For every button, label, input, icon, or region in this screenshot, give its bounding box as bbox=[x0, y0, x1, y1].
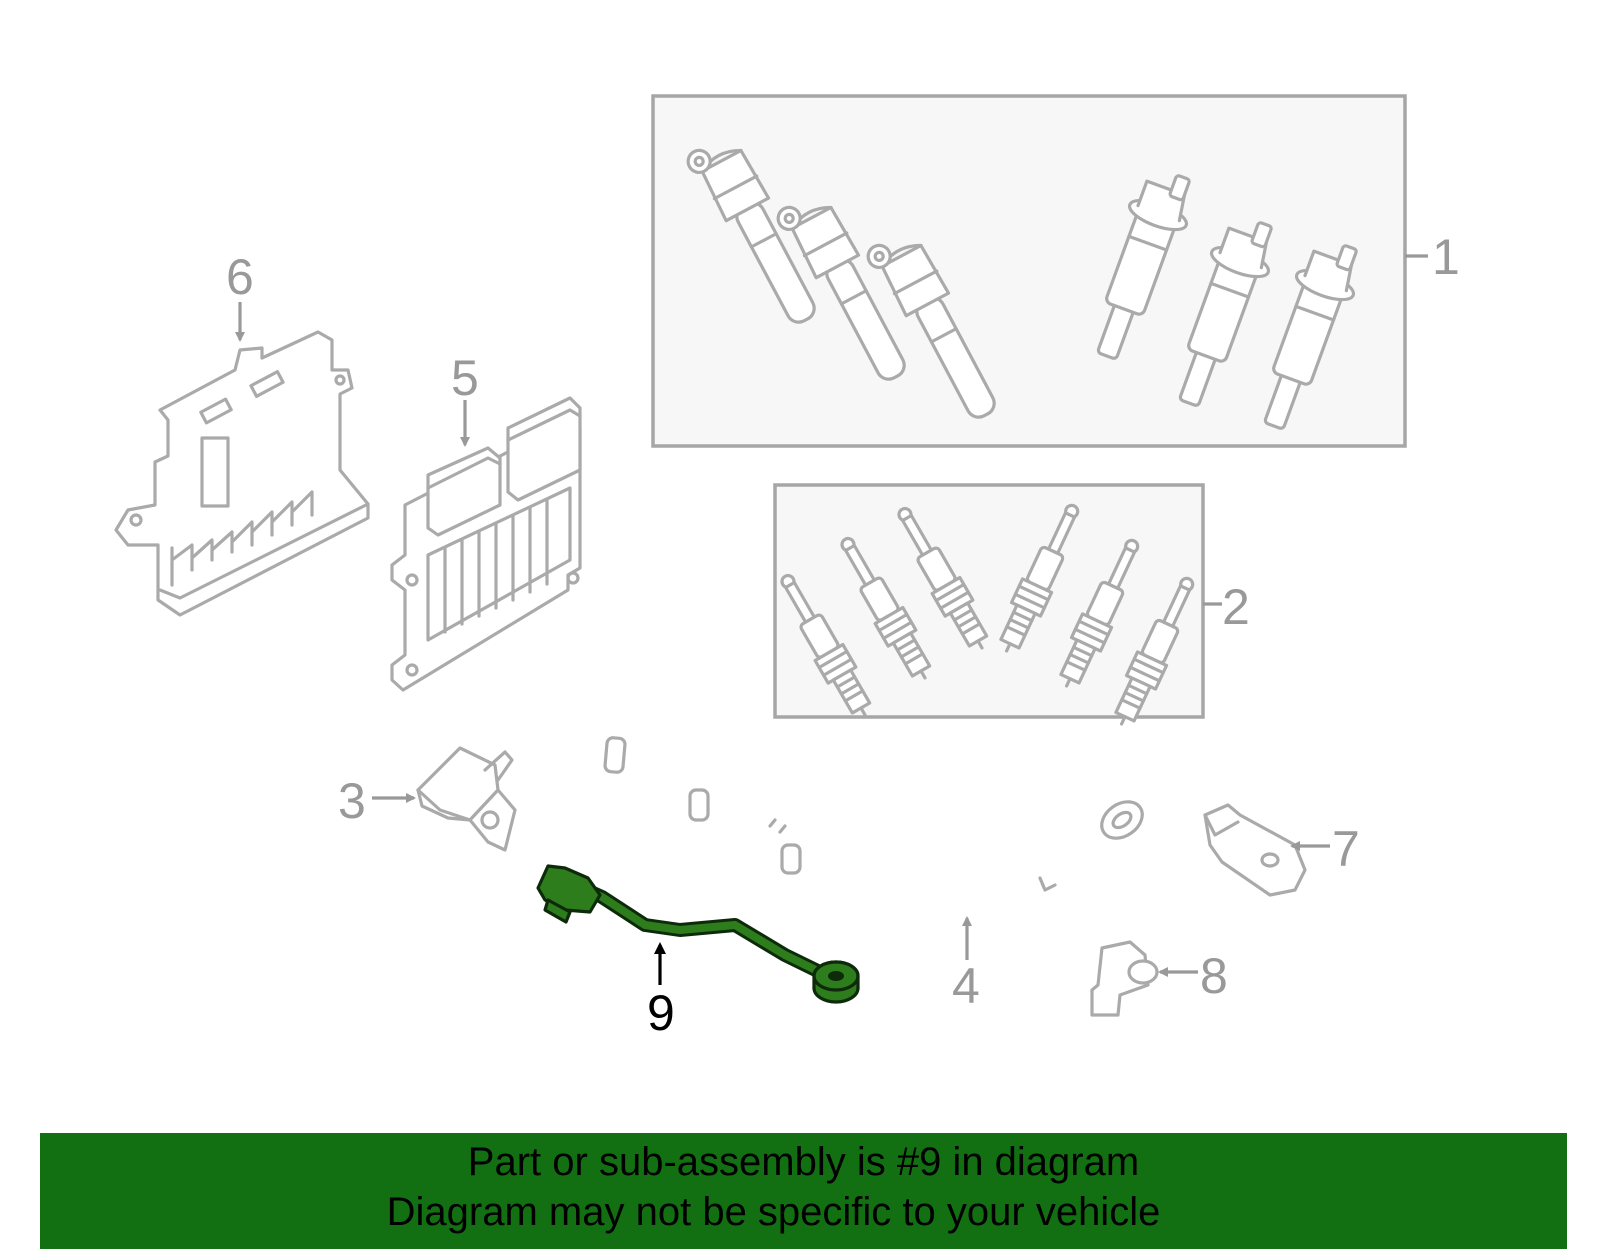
wiring-harness: 4 bbox=[603, 700, 1144, 1014]
callout-6: 6 bbox=[226, 249, 254, 305]
callout-3: 3 bbox=[338, 773, 366, 829]
spark-plug-set: 2 bbox=[769, 483, 1250, 733]
callout-5: 5 bbox=[451, 350, 479, 406]
footer-banner: Part or sub-assembly is #9 in diagram Di… bbox=[40, 1133, 1567, 1249]
ignition-coil-set: 1 bbox=[651, 94, 1460, 448]
callout-9: 9 bbox=[647, 985, 675, 1041]
sensor-part-8: 8 bbox=[1090, 940, 1228, 1017]
footer-line-2: Diagram may not be specific to your vehi… bbox=[386, 1190, 1161, 1234]
callout-7: 7 bbox=[1332, 821, 1360, 877]
footer-line-1: Part or sub-assembly is #9 in diagram bbox=[467, 1140, 1140, 1184]
callout-4: 4 bbox=[952, 958, 980, 1014]
sensor-part-7: 7 bbox=[1203, 803, 1360, 897]
callout-2: 2 bbox=[1222, 579, 1250, 635]
sensor-part-3: 3 bbox=[338, 746, 517, 852]
callout-1: 1 bbox=[1432, 229, 1460, 285]
module-bracket: 6 bbox=[114, 249, 370, 617]
engine-control-module: 5 bbox=[390, 350, 582, 692]
callout-8: 8 bbox=[1200, 948, 1228, 1004]
knock-sensor-highlighted[interactable]: 9 bbox=[536, 864, 860, 1041]
